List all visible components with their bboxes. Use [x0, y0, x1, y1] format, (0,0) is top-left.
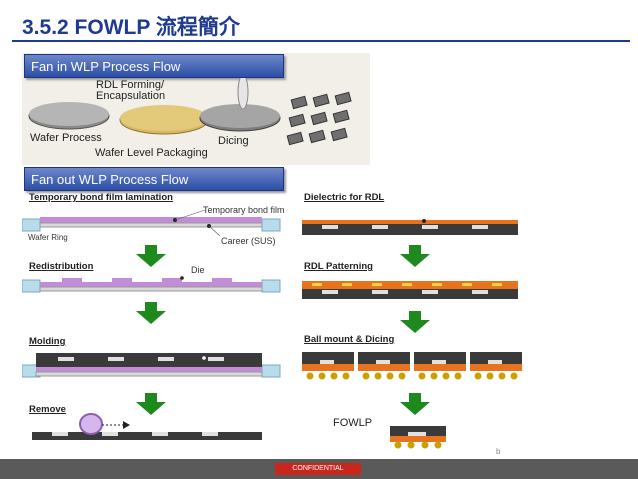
fowlp-label: FOWLP — [333, 417, 373, 429]
wlp-label: Wafer Level Packaging — [95, 147, 208, 159]
confidential-badge: CONFIDENTIAL — [275, 463, 361, 475]
diced-chips — [286, 91, 352, 146]
career-label: Career (SUS) — [221, 236, 276, 246]
remove-diagram — [32, 413, 262, 440]
dicing-blade — [237, 78, 249, 110]
wafer-process-label: Wafer Process — [30, 132, 102, 144]
wafer-ring-label: Wafer Ring — [28, 233, 68, 242]
title-underline — [12, 40, 630, 42]
step-ball-mount: Ball mount & Dicing — [304, 334, 395, 345]
step-dielectric: Dielectric for RDL — [304, 192, 385, 203]
rdl-wafer-top — [120, 105, 208, 131]
wafer-process-top — [29, 102, 109, 126]
dicing-label: Dicing — [218, 135, 249, 147]
molding-diagram — [22, 353, 281, 378]
fan-in-banner: Fan in WLP Process Flow — [24, 54, 284, 78]
down-arrow-icon — [400, 311, 430, 333]
ball-mount-diagram — [302, 352, 522, 380]
step-redistribution: Redistribution — [29, 261, 94, 272]
redistribution-diagram — [22, 276, 281, 293]
die-label: Die — [191, 265, 205, 275]
page-title: 3.5.2 FOWLP 流程簡介 — [22, 16, 240, 39]
page-number: b — [496, 447, 501, 456]
step-molding: Molding — [29, 336, 66, 347]
temporary-bond-film-label: Temporary bond film — [203, 205, 285, 215]
step-rdl-patterning: RDL Patterning — [304, 261, 373, 272]
down-arrow-icon — [400, 393, 430, 415]
rdl-patterning-diagram — [302, 281, 518, 299]
dicing-wafer-top — [200, 104, 280, 128]
dielectric-diagram — [302, 219, 518, 235]
down-arrow-icon — [136, 302, 166, 324]
step-lamination: Temporary bond film lamination — [29, 192, 173, 203]
down-arrow-icon — [400, 245, 430, 267]
lamination-diagram — [22, 209, 281, 237]
down-arrow-icon — [136, 393, 166, 415]
fan-out-banner: Fan out WLP Process Flow — [24, 167, 284, 191]
down-arrow-icon — [136, 245, 166, 267]
fan-in-illustration — [28, 78, 352, 146]
step-remove: Remove — [29, 404, 66, 415]
rdl-forming-label: RDL Forming/ Encapsulation — [96, 79, 166, 102]
fowlp-package-diagram — [390, 426, 446, 449]
